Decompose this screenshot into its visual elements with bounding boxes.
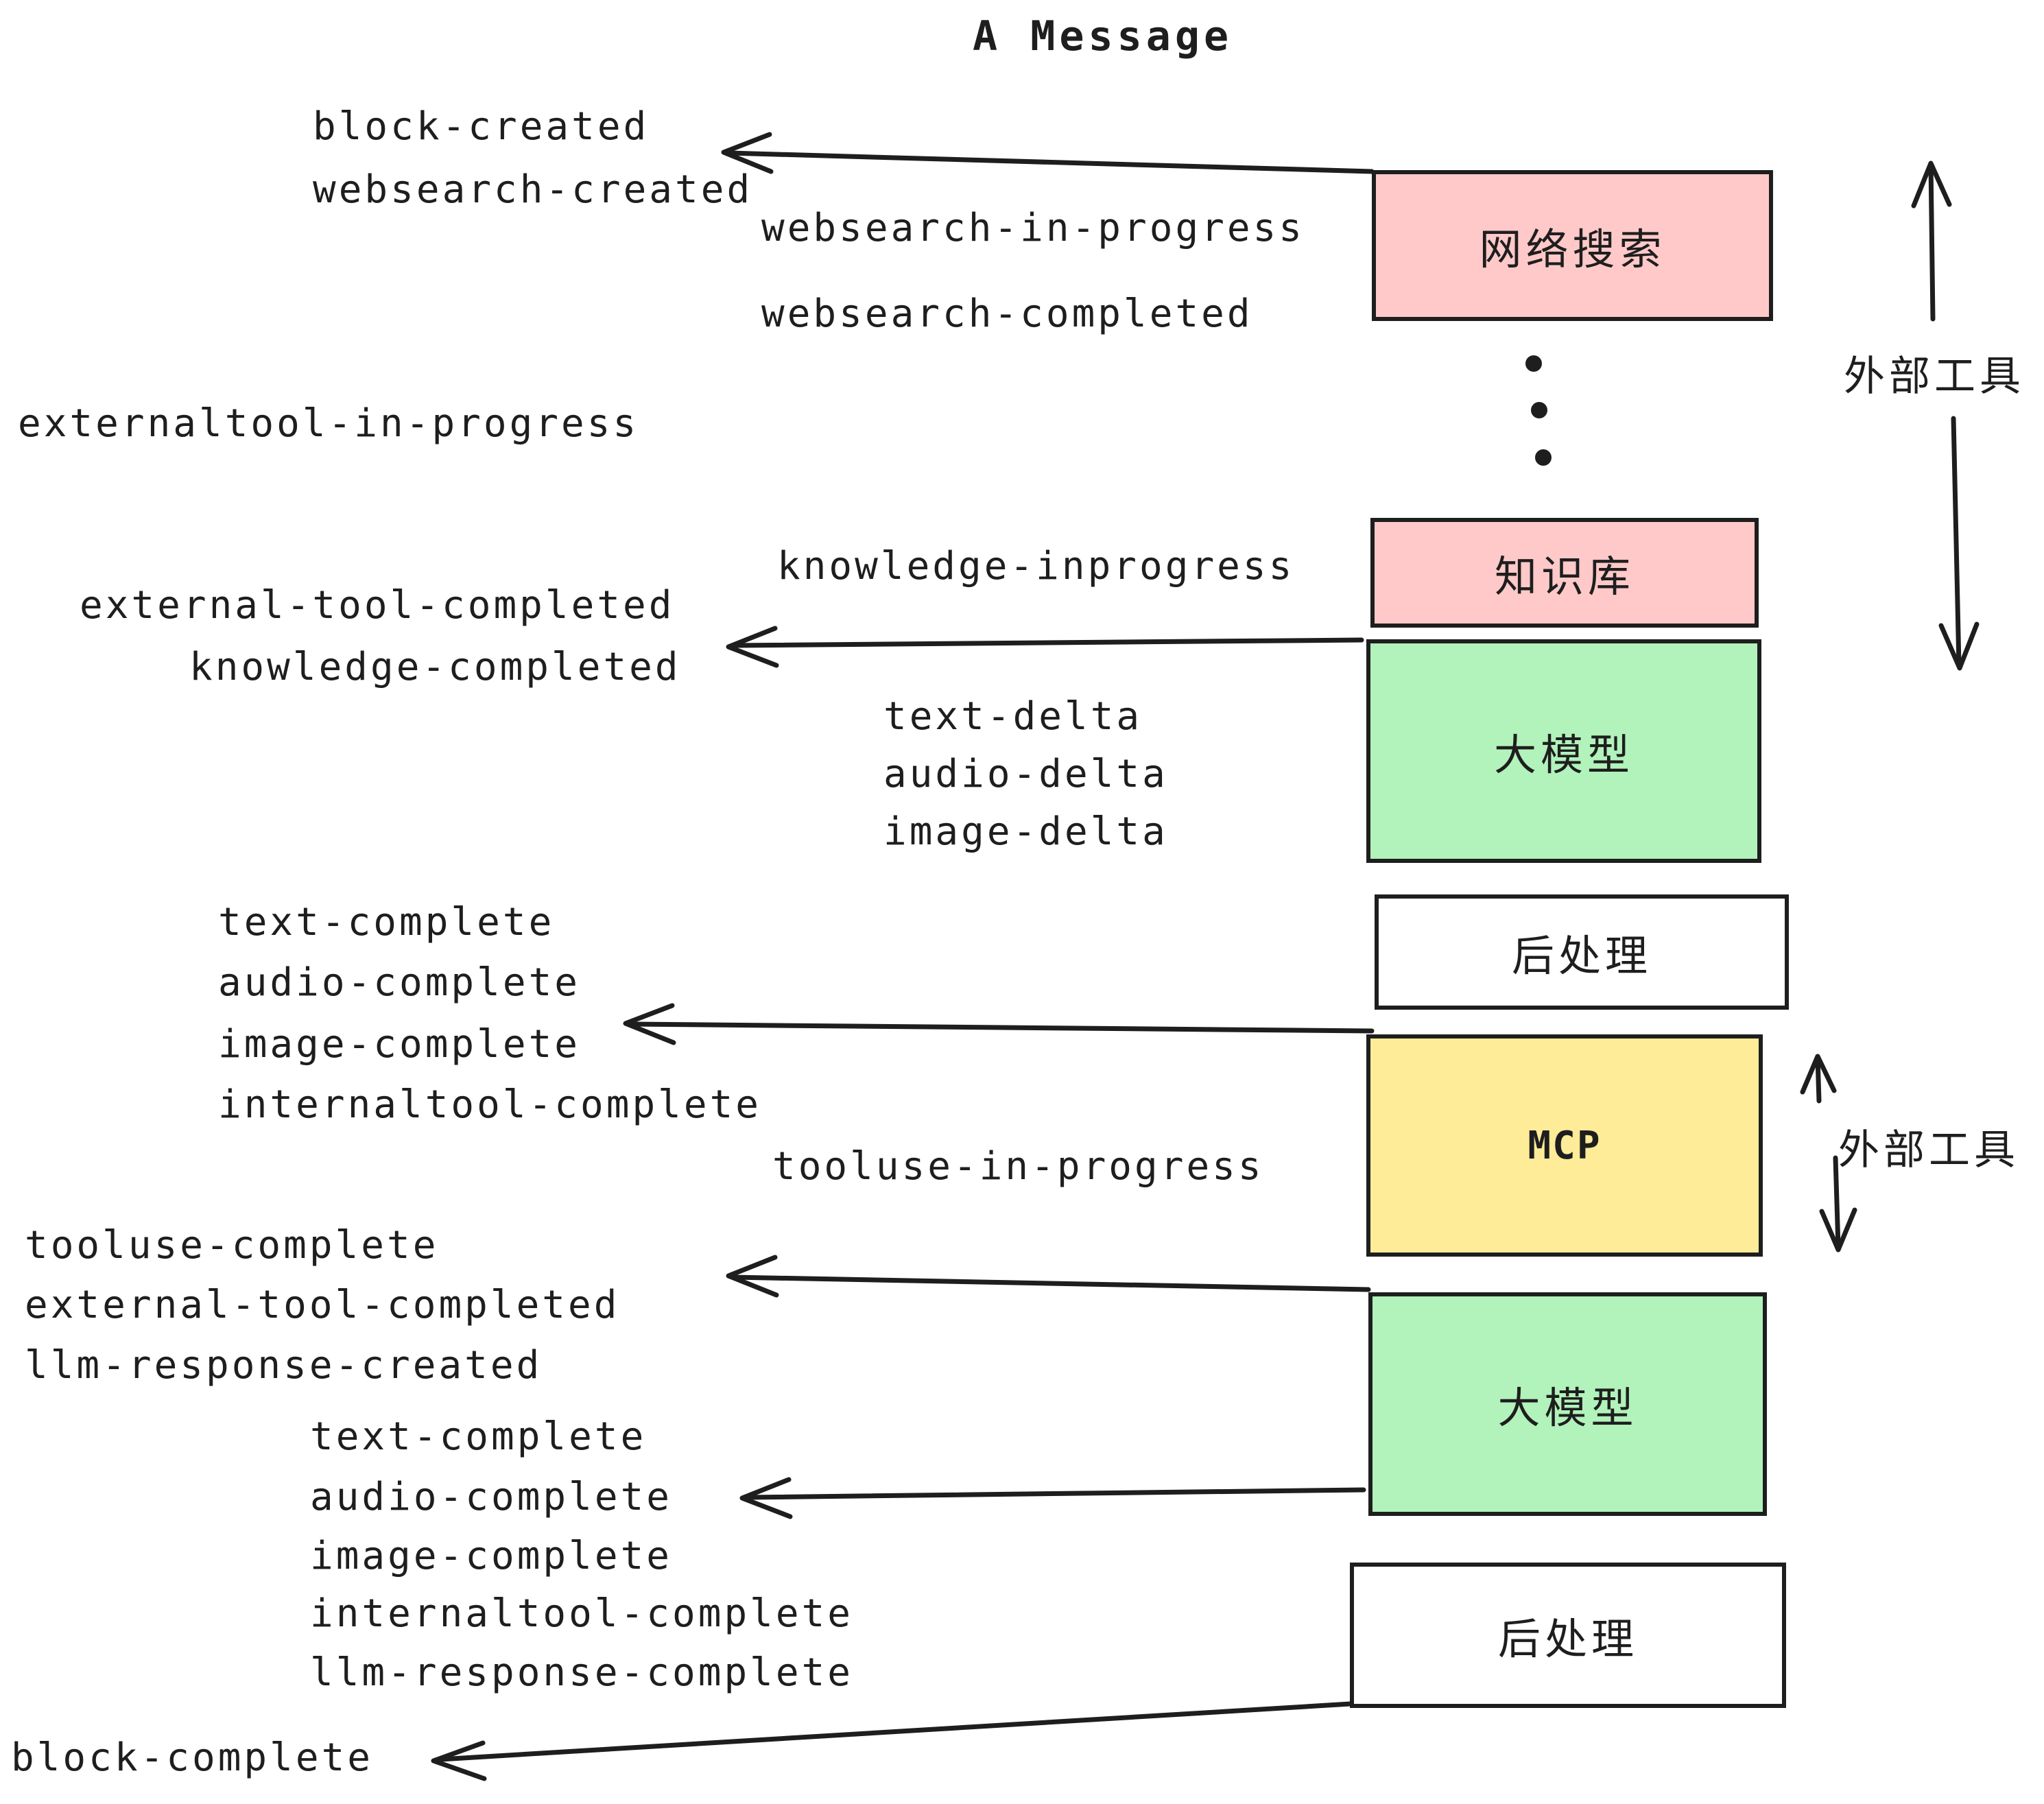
box-websearch-label: 网络搜索 — [1479, 226, 1666, 274]
event-label-websearch-created: websearch-created — [313, 167, 753, 212]
event-label-image-delta-1: image-delta — [883, 809, 1168, 854]
box-websearch: 网络搜索 — [1372, 170, 1773, 321]
box-postprocess-1-label: 后处理 — [1511, 933, 1652, 980]
vertical-ellipsis-icon — [1525, 355, 1552, 466]
event-label-image-complete-2: image-complete — [310, 1534, 673, 1578]
event-label-external-tool-completed-1: external-tool-completed — [80, 583, 675, 628]
event-label-text-complete-2: text-complete — [310, 1414, 647, 1459]
event-label-image-complete-1: image-complete — [218, 1022, 581, 1067]
box-knowledge-base: 知识库 — [1370, 518, 1759, 628]
box-postprocess-2-label: 后处理 — [1497, 1616, 1638, 1663]
event-label-websearch-in-progress: websearch-in-progress — [761, 206, 1305, 250]
event-label-tooluse-complete: tooluse-complete — [25, 1223, 439, 1268]
event-label-block-complete: block-complete — [11, 1735, 374, 1780]
event-label-llm-response-complete: llm-response-complete — [310, 1650, 854, 1695]
box-llm-2-label: 大模型 — [1497, 1385, 1638, 1432]
box-postprocess-2: 后处理 — [1350, 1563, 1786, 1708]
arrow-external-tools-up-2 — [1800, 1054, 1837, 1104]
event-label-tooluse-in-progress: tooluse-in-progress — [772, 1144, 1264, 1189]
event-label-websearch-completed: websearch-completed — [761, 292, 1253, 336]
event-label-text-delta-1: text-delta — [883, 694, 1143, 739]
event-label-llm-response-created: llm-response-created — [25, 1343, 543, 1388]
arrow-to-block-created — [721, 132, 1375, 174]
arrow-to-tooluse-complete — [726, 1255, 1371, 1298]
event-label-audio-complete-1: audio-complete — [218, 960, 581, 1005]
event-label-externaltool-in-progress: externaltool-in-progress — [18, 401, 639, 446]
box-knowledge-base-label: 知识库 — [1494, 554, 1635, 601]
box-postprocess-1: 后处理 — [1375, 894, 1789, 1010]
event-label-audio-complete-2: audio-complete — [310, 1475, 673, 1519]
event-label-knowledge-completed: knowledge-completed — [189, 645, 681, 689]
event-label-block-created: block-created — [313, 104, 650, 149]
page-title: A Message — [973, 12, 1233, 60]
arrow-to-knowledge-completed — [726, 626, 1364, 668]
external-tools-label-2: 外部工具 — [1838, 1127, 2019, 1173]
box-llm-1-label: 大模型 — [1493, 732, 1634, 779]
box-mcp-label: MCP — [1528, 1123, 1602, 1168]
arrow-to-block-complete — [431, 1700, 1364, 1781]
event-label-external-tool-completed-2: external-tool-completed — [25, 1283, 620, 1327]
arrow-to-audio-complete — [739, 1477, 1366, 1519]
arrow-to-image-complete — [623, 1003, 1375, 1045]
box-llm-2: 大模型 — [1368, 1292, 1767, 1516]
event-label-internaltool-complete-2: internaltool-complete — [310, 1591, 854, 1636]
box-llm-1: 大模型 — [1366, 639, 1761, 863]
arrow-external-tools-up-1 — [1911, 161, 1952, 322]
external-tools-label-1: 外部工具 — [1844, 353, 2025, 399]
event-label-audio-delta-1: audio-delta — [883, 752, 1168, 796]
event-label-knowledge-inprogress: knowledge-inprogress — [777, 544, 1295, 589]
box-mcp: MCP — [1366, 1034, 1763, 1257]
event-label-text-complete-1: text-complete — [218, 900, 555, 945]
event-label-internaltool-complete-1: internaltool-complete — [218, 1082, 762, 1127]
arrow-external-tools-down-1 — [1938, 416, 1980, 671]
